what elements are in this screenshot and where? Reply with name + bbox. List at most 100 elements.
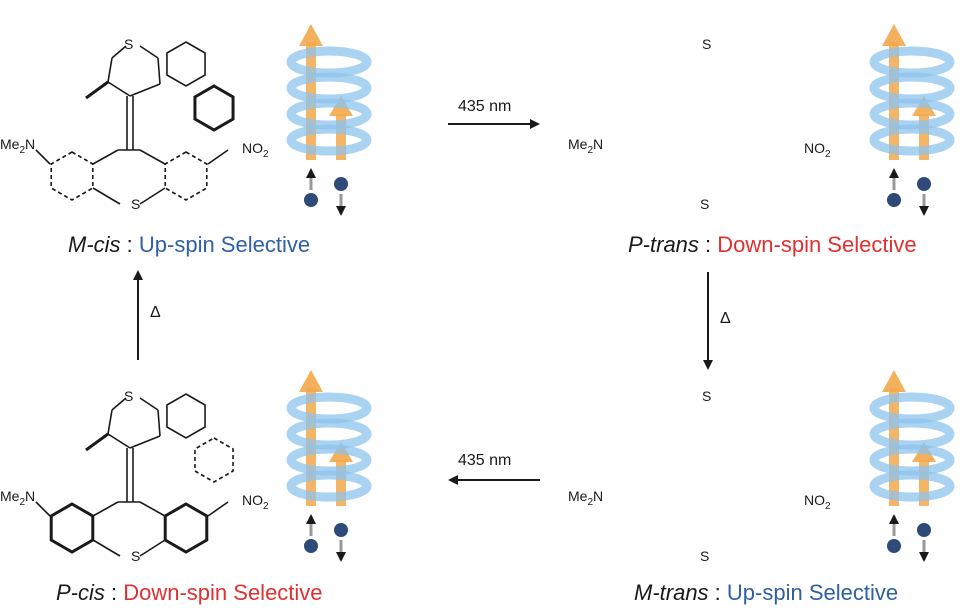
- bond: [139, 501, 166, 517]
- spin-arrow-shaft: [919, 114, 929, 160]
- helix-coil: [286, 470, 372, 502]
- atom-s-bottom: S: [131, 548, 141, 564]
- bond: [129, 435, 161, 449]
- spin-arrow-head: [882, 370, 906, 392]
- electron-icon: [887, 539, 901, 553]
- bond: [139, 539, 166, 557]
- bond: [139, 397, 159, 411]
- helix-coil: [869, 124, 955, 156]
- spin-helix-m-trans: [869, 370, 955, 562]
- bond: [107, 409, 113, 435]
- arrow-label-top: 435 nm: [458, 98, 512, 115]
- electron-icon: [887, 193, 901, 207]
- helix-coil: [286, 72, 372, 104]
- label-me2n: Me2N: [0, 488, 36, 508]
- bond-nitro: [207, 501, 229, 517]
- label-no2: NO2: [242, 140, 269, 160]
- helix-coil: [286, 46, 372, 78]
- electron-icon: [917, 523, 931, 537]
- methyl-wedge: [85, 432, 109, 452]
- naphthyl-ring-a: [166, 41, 206, 87]
- bond: [157, 57, 161, 85]
- atom-s-bottom: S: [700, 548, 710, 564]
- label-no2: NO2: [804, 492, 831, 512]
- electron-icon: [304, 539, 318, 553]
- spin-helix-m-cis: [286, 24, 372, 216]
- label-me2n: Me2N: [0, 136, 36, 156]
- bond: [107, 433, 131, 449]
- bond: [92, 149, 119, 165]
- spin-arrow-head: [299, 370, 323, 392]
- selectivity-label: Down-spin Selective: [717, 232, 917, 257]
- molecule-p-cis: [35, 393, 234, 557]
- caption-m-trans: M-trans : Up-spin Selective: [634, 580, 899, 605]
- naphthyl-ring-b: [193, 84, 235, 132]
- bond: [92, 501, 119, 517]
- atom-s-top: S: [702, 36, 712, 52]
- bond: [157, 409, 161, 437]
- atom-s-bottom: S: [131, 196, 141, 212]
- isomer-label: M-trans: [634, 580, 709, 605]
- helix-coil: [286, 444, 372, 476]
- bond: [139, 187, 166, 205]
- helix-coil: [286, 124, 372, 156]
- helix-coil: [869, 46, 955, 78]
- naphthyl-ring-b: [194, 437, 234, 483]
- spin-arrow-head: [299, 24, 323, 46]
- arrow-label-right: Δ: [720, 310, 731, 327]
- caption-p-cis: P-cis : Down-spin Selective: [56, 580, 323, 605]
- spin-helix-p-trans: [869, 24, 955, 216]
- aryl-ring-left: [50, 151, 94, 201]
- helix-coil: [286, 392, 372, 424]
- selectivity-label: Down-spin Selective: [123, 580, 323, 605]
- naphthyl-ring-a: [166, 393, 206, 439]
- isomer-label: P-cis: [56, 580, 105, 605]
- atom-s-top: S: [124, 388, 134, 404]
- molecule-frame: [35, 41, 235, 205]
- arrow-label-bottom: 435 nm: [458, 452, 512, 469]
- helix-coil: [869, 72, 955, 104]
- selectivity-label: Up-spin Selective: [138, 232, 311, 257]
- label-no2: NO2: [242, 492, 269, 512]
- spin-arrow-head: [882, 24, 906, 46]
- helix-coil: [869, 444, 955, 476]
- bond: [139, 45, 159, 59]
- atom-s-top: S: [702, 388, 712, 404]
- helix-coil: [286, 98, 372, 130]
- helix-coil: [869, 98, 955, 130]
- aryl-ring-right: [163, 502, 209, 554]
- label-me2n: Me2N: [568, 136, 604, 156]
- helix-coil: [869, 392, 955, 424]
- caption-p-trans: P-trans : Down-spin Selective: [628, 232, 917, 257]
- arrow-label-left: Δ: [150, 304, 161, 321]
- spin-arrow-shaft: [919, 460, 929, 506]
- helix-coil: [869, 418, 955, 450]
- bond-nitro: [207, 149, 229, 165]
- atom-s-bottom: S: [700, 196, 710, 212]
- electron-icon: [917, 177, 931, 191]
- helix-coil: [869, 470, 955, 502]
- helix-coil: [286, 418, 372, 450]
- aryl-ring-right: [164, 151, 208, 201]
- isomer-label: P-trans: [628, 232, 699, 257]
- aryl-ring-left: [49, 502, 95, 554]
- isomer-label: M-cis: [68, 232, 121, 257]
- bond: [111, 45, 127, 59]
- selectivity-label: Up-spin Selective: [726, 580, 899, 605]
- molecule-frame: [35, 393, 234, 557]
- electron-icon: [304, 193, 318, 207]
- electron-icon: [334, 523, 348, 537]
- caption-m-cis: M-cis : Up-spin Selective: [68, 232, 311, 257]
- spin-arrow-shaft: [336, 114, 346, 160]
- bond: [92, 187, 121, 205]
- bond: [139, 149, 166, 165]
- molecule-m-cis: [35, 41, 235, 205]
- bond: [129, 83, 161, 97]
- atom-s-top: S: [124, 36, 134, 52]
- bond: [92, 539, 121, 557]
- label-me2n: Me2N: [568, 488, 604, 508]
- label-no2: NO2: [804, 140, 831, 160]
- bond: [107, 57, 113, 83]
